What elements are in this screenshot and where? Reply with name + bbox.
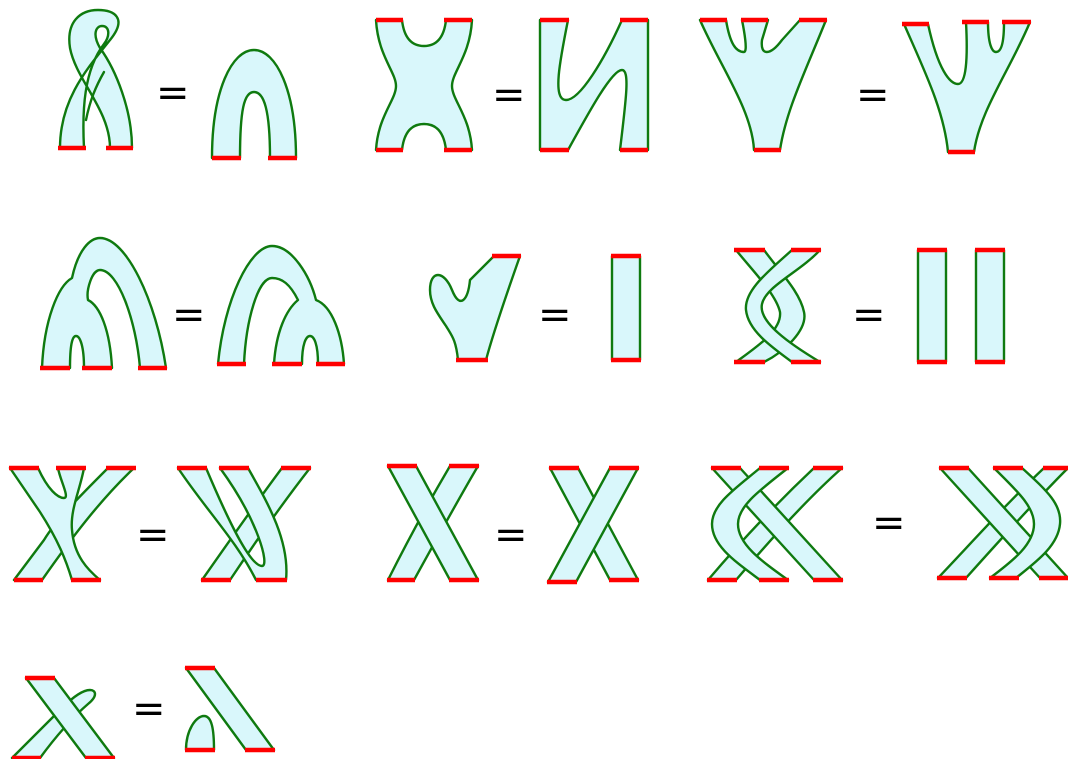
equals-sign-10: =	[132, 686, 166, 732]
equals-sign-1: =	[156, 70, 190, 116]
relation-1-rhs-cup	[210, 48, 298, 161]
equals-sign-7: =	[136, 512, 170, 558]
relation-5-lhs-unit-fold	[428, 253, 522, 363]
relation-9-rhs-braid-loop	[936, 465, 1068, 581]
relation-2-rhs-slanted-band	[538, 17, 650, 153]
equals-sign-9: =	[872, 500, 906, 546]
relation-5-rhs-straight-band	[610, 253, 642, 363]
relation-9-lhs-braid-loop	[706, 465, 844, 583]
equals-sign-3: =	[856, 72, 890, 118]
relation-6-rhs-parallel-bands	[916, 247, 1006, 365]
equals-sign-4: =	[172, 292, 206, 338]
relation-3-rhs-y-merge	[902, 19, 1032, 155]
equals-sign-5: =	[538, 292, 572, 338]
relation-8-lhs-crossing	[386, 463, 480, 583]
relation-1-lhs-twisted-loop	[58, 8, 134, 151]
equals-sign-6: =	[852, 292, 886, 338]
equals-sign-2: =	[492, 72, 526, 118]
relation-4-lhs-nested-cups	[40, 236, 168, 371]
equals-sign-8: =	[494, 512, 528, 558]
relation-4-rhs-nested-cups	[216, 244, 346, 367]
relation-7-rhs-v-crossing	[176, 465, 312, 583]
relation-8-rhs-crossing	[546, 465, 640, 585]
relation-2-lhs-saddle	[374, 17, 474, 153]
relation-7-lhs-y-crossing	[8, 465, 136, 583]
relation-10-lhs-crossing-cap	[10, 675, 116, 759]
relation-3-lhs-y-merge	[698, 17, 828, 153]
relation-10-rhs-twisted-strand	[184, 665, 276, 753]
relation-6-lhs-double-twist	[734, 247, 822, 365]
